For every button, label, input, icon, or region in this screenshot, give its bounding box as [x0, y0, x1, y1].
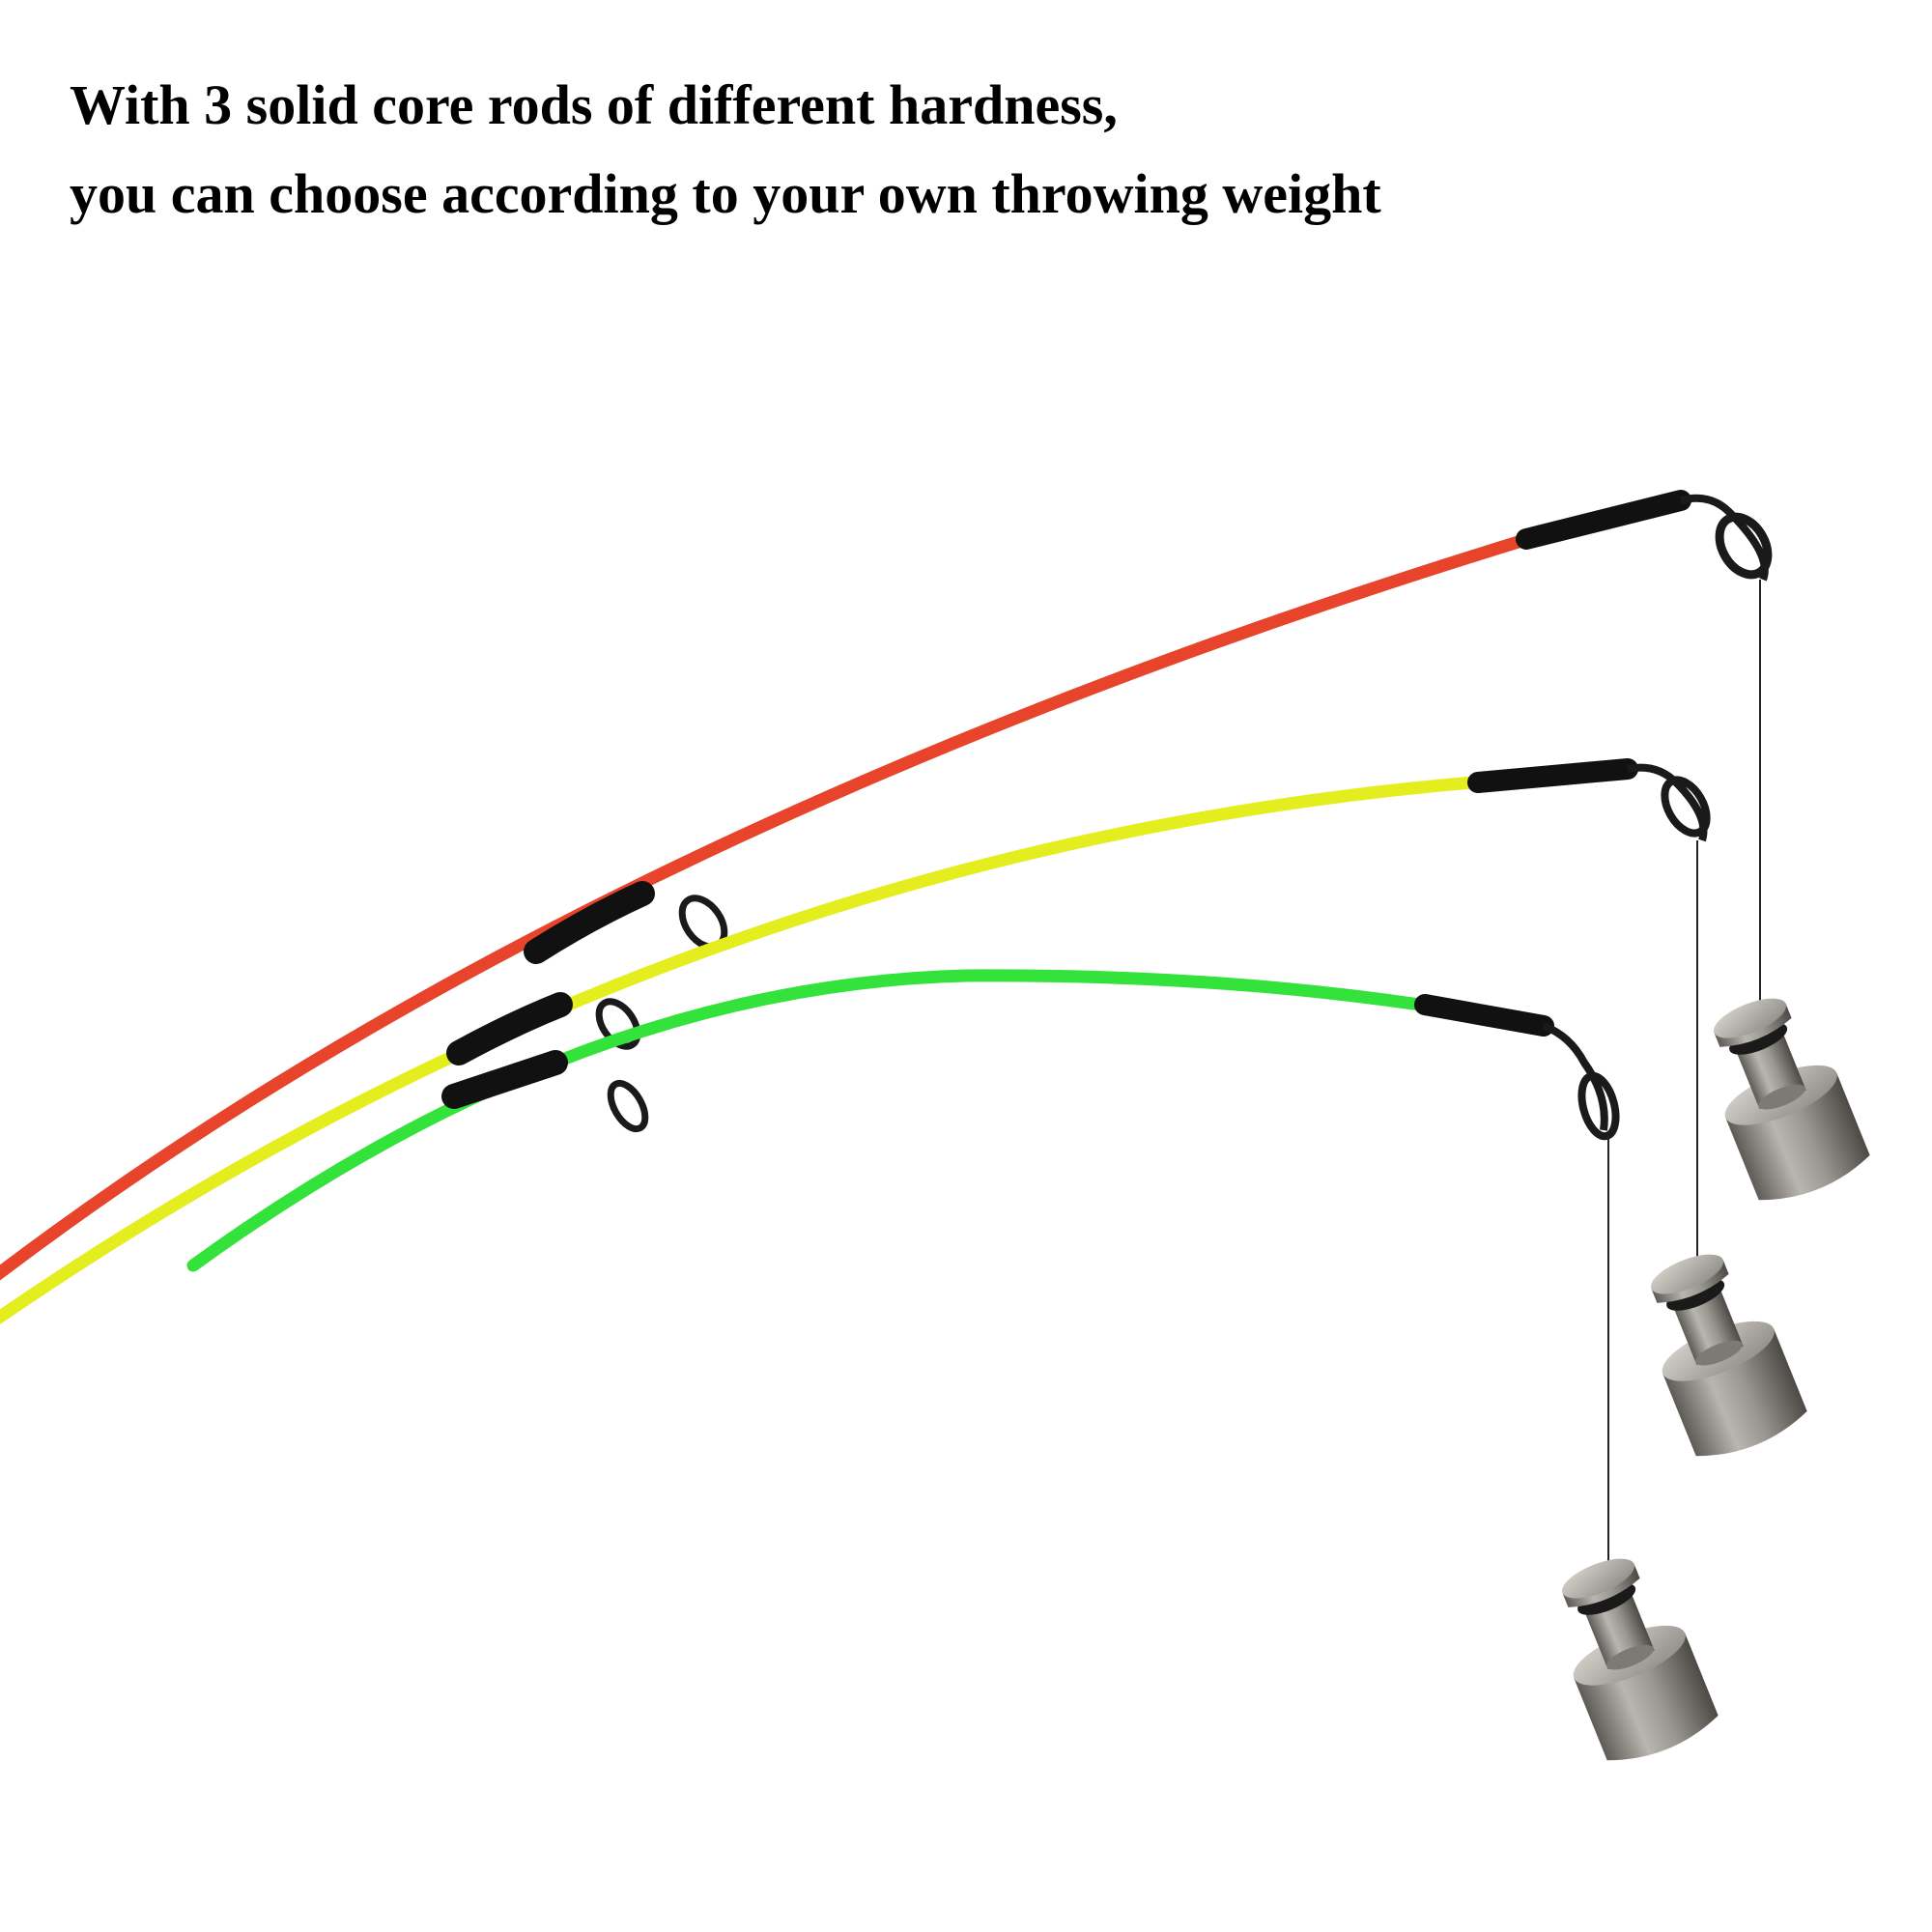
- weight-green-rod: [1537, 1542, 1723, 1772]
- green-rod: [186, 969, 1620, 1272]
- yellow-rod: [0, 758, 1711, 1325]
- headline-line-1: With 3 solid core rods of different hard…: [70, 73, 1118, 136]
- headline-line-2: you can choose according to your own thr…: [70, 162, 1381, 225]
- weight-red-rod: [1689, 981, 1875, 1211]
- weight-yellow-rod: [1626, 1237, 1812, 1467]
